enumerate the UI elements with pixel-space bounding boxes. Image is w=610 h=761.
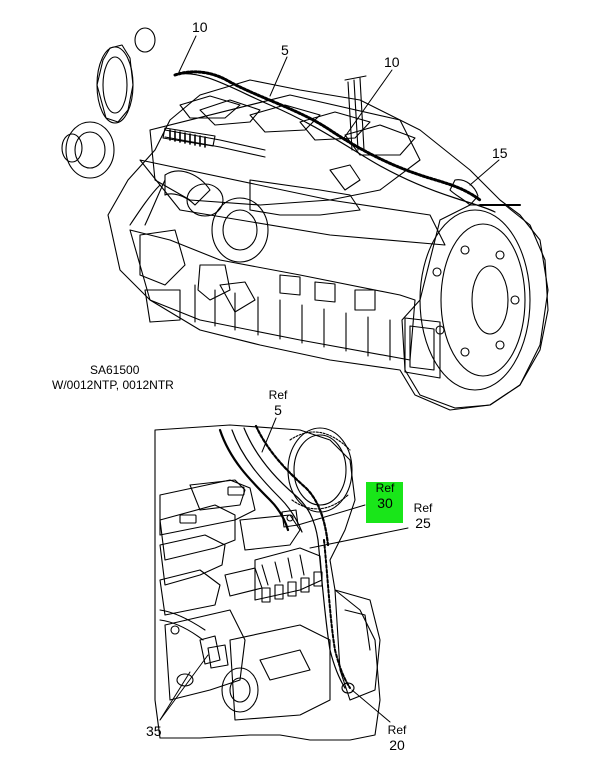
caption-part-number: SA61500 (90, 363, 140, 377)
engine-main-view (61, 27, 549, 411)
callout-10-left[interactable]: 10 (192, 19, 208, 35)
callout-35[interactable]: 35 (146, 723, 162, 739)
caption-variant: W/0012NTP, 0012NTR (52, 378, 174, 392)
ref-25-word: Ref (413, 501, 433, 515)
ref-30-highlight[interactable] (366, 482, 403, 523)
callout-5[interactable]: 5 (281, 42, 289, 58)
top-leader-lines (178, 35, 500, 186)
callout-15[interactable]: 15 (492, 145, 508, 161)
ref-5-word: Ref (268, 388, 288, 402)
bottom-leader-lines (159, 417, 409, 723)
ref-20-number[interactable]: 20 (389, 737, 405, 753)
ref-25-number[interactable]: 25 (415, 515, 431, 531)
ref-20-word: Ref (387, 723, 407, 737)
ref-30-word: Ref (375, 481, 395, 495)
ref-5-number[interactable]: 5 (274, 402, 282, 418)
engine-detail-view (154, 424, 381, 741)
ref-30-number[interactable]: 30 (377, 495, 393, 511)
callout-10-right[interactable]: 10 (384, 54, 400, 70)
